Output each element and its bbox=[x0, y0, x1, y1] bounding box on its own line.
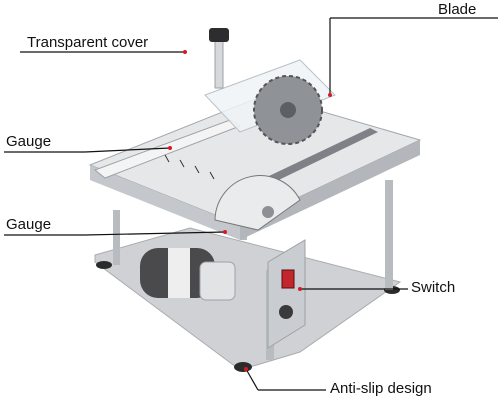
table-front-edge bbox=[90, 165, 240, 240]
ruler-mark-2 bbox=[179, 159, 185, 168]
power-socket bbox=[279, 305, 293, 319]
foot-front bbox=[234, 362, 252, 372]
leader-gauge-fence-slant bbox=[84, 147, 171, 153]
leader-antislip bbox=[245, 368, 259, 391]
label-gauge-miter: Gauge bbox=[6, 216, 52, 233]
base-plate bbox=[94, 227, 402, 371]
ruler-mark-4 bbox=[209, 171, 215, 180]
leader-gauge-fence-dot bbox=[168, 146, 172, 150]
label-transparent-cover: Transparent cover bbox=[27, 34, 149, 51]
ruler-mark-3 bbox=[194, 165, 200, 174]
label-switch: Switch bbox=[411, 279, 456, 296]
leader-cover-dot bbox=[183, 50, 187, 54]
label-gauge-fence: Gauge bbox=[6, 133, 52, 150]
ruler-mark-1 bbox=[164, 154, 170, 163]
leader-switch-dot bbox=[298, 287, 302, 291]
miter-knob bbox=[262, 206, 274, 218]
cover-knob-post bbox=[214, 39, 224, 89]
label-anti-slip: Anti-slip design bbox=[330, 380, 432, 397]
switch-panel bbox=[267, 239, 306, 349]
leader-gauge-miter-dot bbox=[223, 230, 227, 234]
leader-blade-dot bbox=[328, 93, 332, 97]
blade-slot bbox=[250, 128, 378, 190]
power-switch bbox=[281, 269, 295, 289]
miter-protractor bbox=[214, 175, 301, 231]
label-blade: Blade bbox=[438, 1, 477, 18]
motor-can bbox=[199, 261, 236, 301]
leader-gauge-miter-slant bbox=[84, 231, 226, 236]
post-right bbox=[385, 180, 393, 290]
table-side-edge bbox=[240, 140, 420, 240]
cover-knob bbox=[209, 28, 229, 42]
leader-antislip-dot bbox=[244, 367, 248, 371]
motor-band bbox=[168, 248, 190, 298]
foot-left bbox=[96, 261, 112, 269]
post-left bbox=[113, 210, 120, 265]
blade-arbor bbox=[280, 102, 296, 118]
